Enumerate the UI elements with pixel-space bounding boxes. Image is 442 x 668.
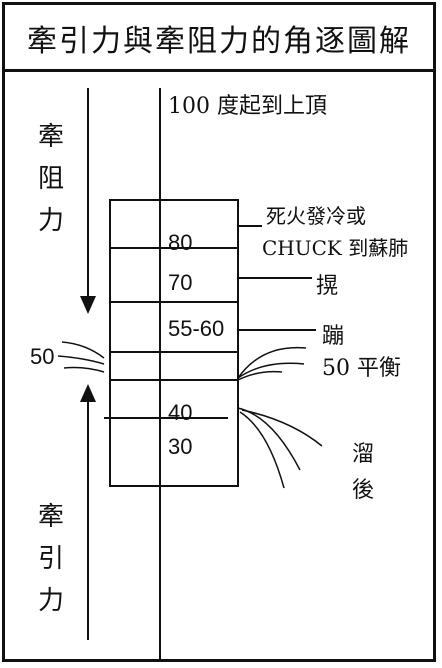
label-resist-char-3: 力 [37,206,64,236]
diagram-title: 牽引力與牽阻力的角逐圖解 [27,24,411,59]
label-resist-char-2: 阻 [37,164,64,194]
right-50-stroke-3 [237,370,283,381]
note-slide-1: 溜 [352,442,375,467]
note-80-line-1: 死火發冷或 [266,204,366,228]
resist-arrow-head [80,296,96,314]
diagram-frame [2,2,436,662]
band-label-40: 40 [168,400,193,425]
note-70: 㨪 [316,274,339,299]
note-80-line-2: CHUCK 到蘇肺 [262,236,409,260]
title-bar: 牽引力與牽阻力的角逐圖解 [2,2,436,72]
right-50-stroke-2 [237,362,305,379]
note-50-balance: 50 平衡 [322,356,401,381]
label-pull-char-1: 牽 [37,502,64,532]
left-50-stroke-2 [57,355,105,365]
label-pull-char-3: 力 [37,586,64,616]
label-pull-force: 牽 引 力 [34,496,68,622]
note-55-60: 蹦 [322,324,345,349]
band-label-30: 30 [168,434,193,459]
band-label-80: 80 [168,230,193,255]
left-50-stroke-1 [61,341,105,359]
label-pull-char-2: 引 [37,544,64,574]
right-50-stroke-1 [237,346,307,379]
label-resist-char-1: 牽 [37,122,64,152]
band-label-55-60: 55-60 [168,316,225,341]
note-slide-2: 後 [352,478,375,503]
label-100-degrees: 100 度起到上頂 [168,94,327,119]
right-40-stroke-2 [239,411,285,489]
right-40-stroke-3 [241,409,323,447]
left-50-stroke-3 [63,366,105,373]
label-resist-force: 牽 阻 力 [34,116,68,242]
band-label-70: 70 [168,270,193,295]
pull-arrow-head [80,384,96,402]
label-left-50: 50 [30,344,55,369]
band-box [109,199,239,487]
